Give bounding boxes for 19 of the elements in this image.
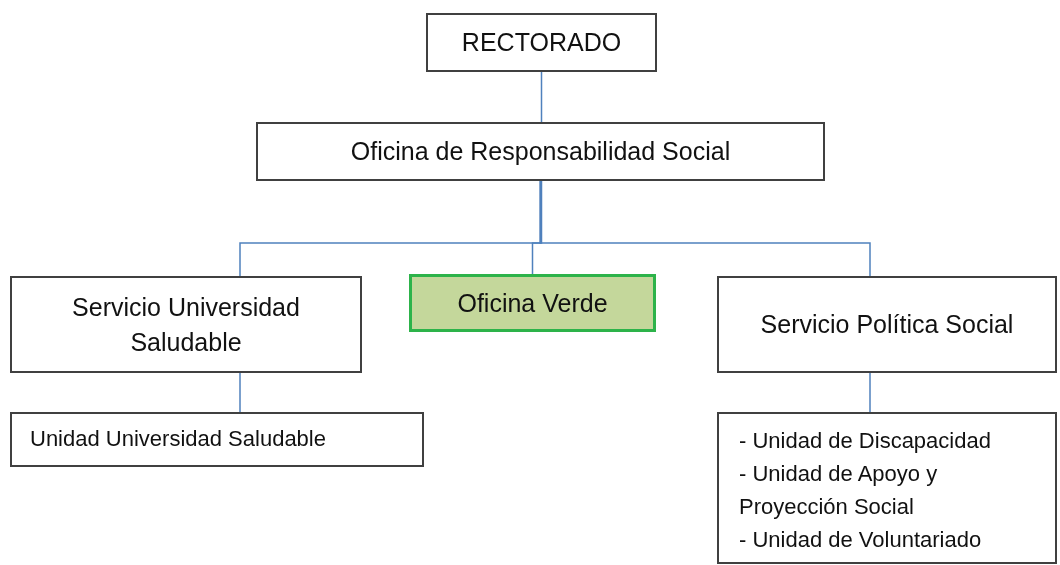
box-text: Oficina de Responsabilidad Social bbox=[350, 136, 731, 167]
org-box bbox=[426, 13, 657, 72]
box-text: RECTORADO bbox=[461, 27, 622, 58]
connector-line bbox=[539, 180, 871, 277]
box-text: Servicio Política Social bbox=[760, 309, 1014, 340]
org-box bbox=[10, 412, 424, 467]
highlighted-box bbox=[409, 274, 656, 332]
org-box bbox=[717, 276, 1057, 373]
org-box bbox=[10, 276, 362, 373]
box-text: - Unidad de Apoyo y Proyección Social bbox=[739, 460, 939, 521]
box-text: Servicio Universidad Saludable bbox=[71, 291, 301, 358]
org-box bbox=[717, 412, 1057, 564]
box-text: Unidad Universidad Saludable bbox=[30, 425, 326, 454]
box-text: - Unidad de Voluntariado bbox=[739, 526, 982, 554]
connector-line bbox=[869, 372, 871, 413]
org-box bbox=[256, 122, 825, 181]
box-text: Oficina Verde bbox=[457, 287, 608, 319]
box-text: - Unidad de Discapacidad bbox=[739, 427, 991, 455]
connector-line bbox=[239, 372, 241, 413]
